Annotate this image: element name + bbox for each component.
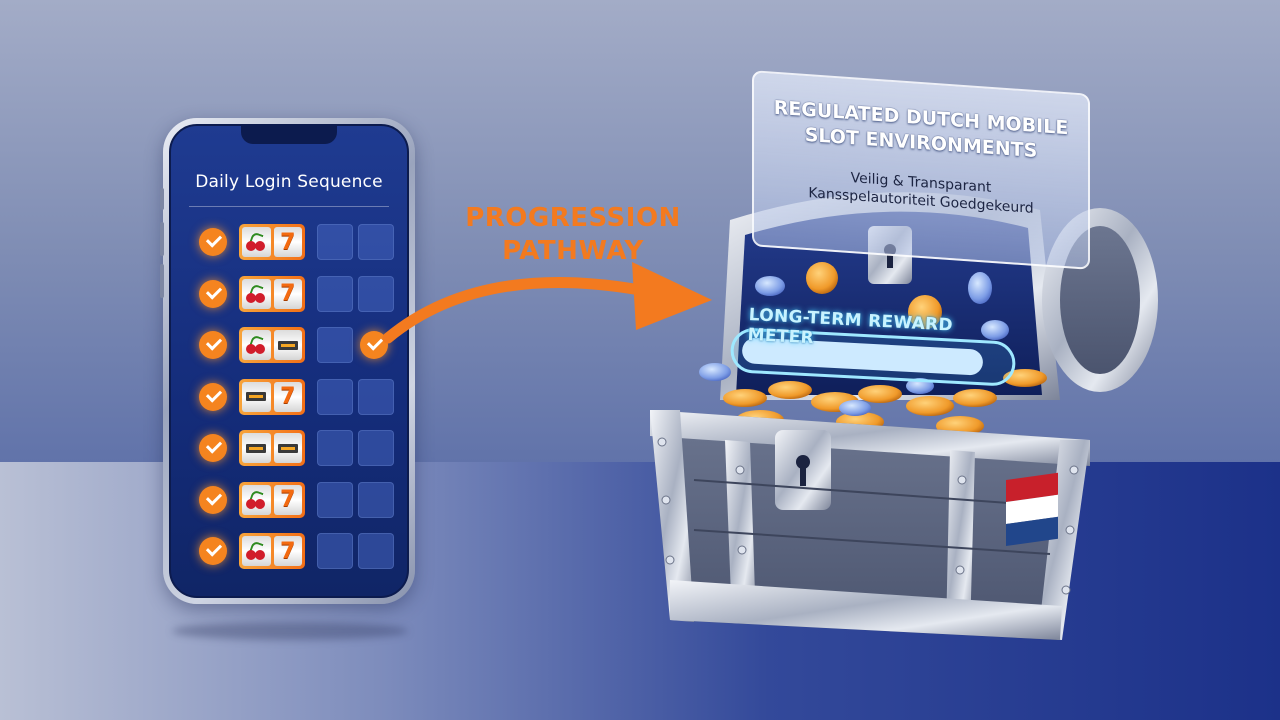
progression-label-line1: PROGRESSION <box>465 203 681 233</box>
rivets <box>657 437 1079 595</box>
phone-volume-up-button <box>160 222 164 256</box>
chest-band <box>946 450 975 634</box>
front-keyhole-slot <box>800 462 806 486</box>
title-divider <box>189 206 389 207</box>
arrow-shaft <box>382 277 646 344</box>
screen-title: Daily Login Sequence <box>195 172 383 192</box>
seven-icon: 7 <box>273 381 302 412</box>
chest-body <box>650 410 1090 640</box>
panel-title: REGULATED DUTCH MOBILE SLOT ENVIRONMENTS <box>764 95 1078 167</box>
slot-reel <box>239 327 305 363</box>
login-row-day-4: 7 <box>199 378 399 415</box>
progression-label-line2: PATHWAY <box>502 236 644 266</box>
login-row-day-3 <box>199 327 399 363</box>
check-icon <box>199 434 227 462</box>
panel-subtitle: Veilig & Transparant Kansspelautoriteit … <box>764 163 1078 221</box>
empty-slot <box>358 224 394 260</box>
progression-pathway-label: PROGRESSION PATHWAY <box>448 202 698 268</box>
smartphone: Daily Login Sequence 7 7 7 7 7 <box>160 118 415 604</box>
lid-keyhole-slot <box>887 250 893 268</box>
login-row-day-1: 7 <box>199 224 399 260</box>
coin <box>908 295 942 329</box>
login-rows: 7 7 7 7 7 <box>199 224 399 585</box>
empty-slot <box>317 430 353 466</box>
empty-slot <box>317 533 353 569</box>
empty-slot <box>358 481 394 518</box>
empty-slot <box>317 378 353 415</box>
login-row-day-7: 7 <box>199 533 399 569</box>
chest-rim <box>650 410 1090 466</box>
seven-icon: 7 <box>273 227 302 257</box>
bar-icon <box>242 433 271 463</box>
seven-icon: 7 <box>273 278 302 309</box>
bar-icon <box>273 330 302 360</box>
seven-icon: 7 <box>273 484 302 515</box>
seven-icon: 7 <box>273 536 302 566</box>
check-icon <box>199 331 227 359</box>
bar-icon <box>273 433 302 463</box>
arrow-head <box>632 262 712 330</box>
plank-line <box>693 479 1051 507</box>
reward-meter-fill <box>742 337 983 376</box>
phone-volume-down-button <box>160 264 164 298</box>
netherlands-flag <box>1006 472 1058 546</box>
phone-shadow <box>172 622 408 640</box>
chest-corner-right <box>1038 440 1090 640</box>
check-icon <box>199 228 227 256</box>
cherry-icon <box>242 278 271 309</box>
empty-slot <box>358 275 394 312</box>
coin <box>981 320 1009 340</box>
login-row-day-6: 7 <box>199 481 399 518</box>
empty-slot <box>317 275 353 312</box>
chest-band <box>725 440 756 624</box>
plank-line <box>693 529 1051 555</box>
check-icon <box>199 485 227 514</box>
empty-slot <box>317 481 353 518</box>
chest-corner-left <box>650 410 694 622</box>
slot-reel: 7 <box>239 378 305 415</box>
login-row-day-5 <box>199 430 399 466</box>
empty-slot <box>358 430 394 466</box>
check-icon <box>199 382 227 411</box>
check-icon <box>199 279 227 308</box>
phone-notch <box>241 126 337 144</box>
coin <box>806 262 838 294</box>
phone-side-button <box>160 188 164 210</box>
slot-reel <box>239 430 305 466</box>
phone-screen: Daily Login Sequence 7 7 7 7 7 <box>169 124 409 598</box>
empty-slot <box>358 378 394 415</box>
slot-reel: 7 <box>239 533 305 569</box>
chest-base <box>670 580 1062 640</box>
slot-reel: 7 <box>239 275 305 312</box>
coin <box>968 272 992 304</box>
coin <box>755 276 785 296</box>
login-row-day-2: 7 <box>199 275 399 312</box>
slot-reel: 7 <box>239 224 305 260</box>
cherry-icon <box>242 536 271 566</box>
empty-slot <box>317 224 353 260</box>
check-icon <box>199 537 227 565</box>
bar-icon <box>242 381 271 412</box>
cherry-icon <box>242 484 271 515</box>
empty-slot <box>358 533 394 569</box>
slot-reel: 7 <box>239 481 305 518</box>
cherry-icon <box>242 227 271 257</box>
empty-slot <box>317 327 353 363</box>
coin-pile <box>699 363 1047 436</box>
cherry-icon <box>242 330 271 360</box>
regulation-panel: REGULATED DUTCH MOBILE SLOT ENVIRONMENTS… <box>752 70 1090 270</box>
